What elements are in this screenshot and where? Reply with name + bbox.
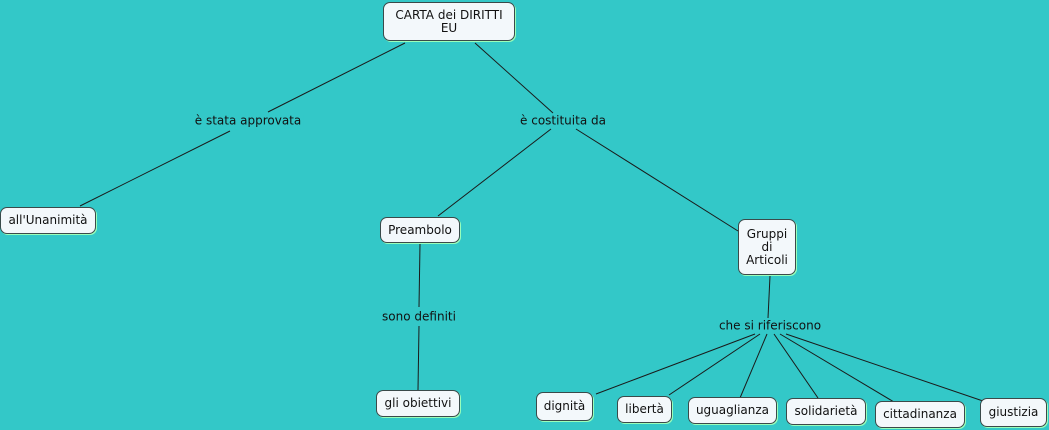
connector-refer-liberta <box>668 333 761 396</box>
node-objectives[interactable]: gli obiettivi <box>376 390 460 417</box>
connector-defined-objectives <box>417 325 420 391</box>
node-uguaglianza[interactable]: uguaglianza <box>688 397 777 424</box>
connector-approved-unanimity <box>79 130 231 207</box>
connector-refer-uguaglianza <box>739 333 768 399</box>
connector-root-composed <box>474 42 554 114</box>
connector-composed-groups <box>575 128 739 232</box>
link-label-refer: che si riferiscono <box>716 318 824 333</box>
link-label-approved: è stata approvata <box>192 113 304 128</box>
node-solidarieta[interactable]: solidarietà <box>786 398 866 425</box>
node-giustizia[interactable]: giustizia <box>980 398 1047 427</box>
node-groups[interactable]: Gruppi di Articoli <box>738 219 796 275</box>
link-label-composed: è costituita da <box>518 113 608 128</box>
node-cittadinanza[interactable]: cittadinanza <box>875 401 965 428</box>
connector-composed-preamble <box>437 128 552 217</box>
connector-refer-dignita <box>595 333 756 395</box>
root-node[interactable]: CARTA dei DIRITTI EU <box>383 2 515 41</box>
connector-refer-giustizia <box>785 333 984 402</box>
link-label-defined: sono definiti <box>380 309 458 324</box>
connector-refer-cittadinanza <box>779 333 895 403</box>
node-liberta[interactable]: libertà <box>617 396 672 423</box>
connector-refer-solidarieta <box>773 333 819 399</box>
node-dignita[interactable]: dignità <box>536 392 593 421</box>
connector-root-approved <box>267 42 406 113</box>
connector-preamble-defined <box>418 243 421 308</box>
node-preamble[interactable]: Preambolo <box>380 217 460 243</box>
node-unanimity[interactable]: all'Unanimità <box>0 207 96 234</box>
connector-groups-refer <box>767 275 771 319</box>
